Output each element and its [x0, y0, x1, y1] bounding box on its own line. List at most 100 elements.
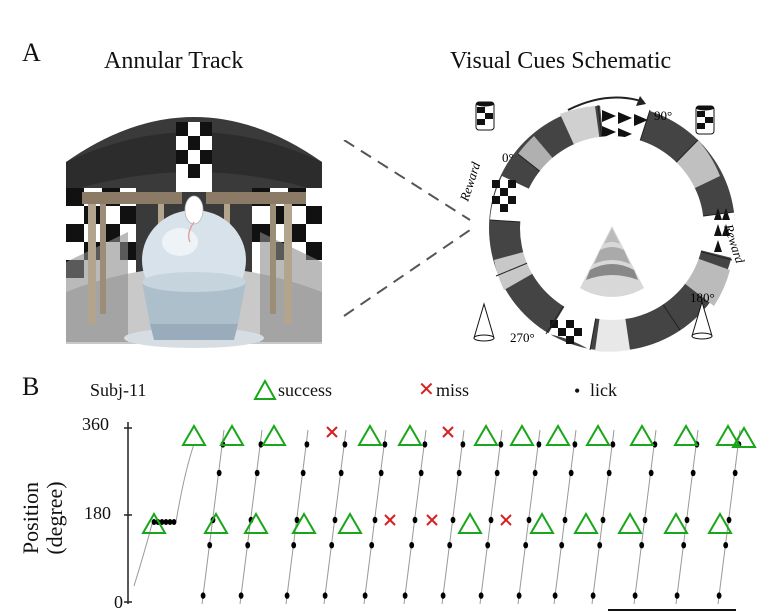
lick-dot: [322, 592, 328, 599]
lick-dot: [690, 469, 696, 477]
success-marker: [457, 512, 483, 534]
lick-dot: [258, 441, 264, 448]
lick-dot: [536, 441, 542, 448]
lick-dot: [456, 469, 462, 477]
success-marker: [529, 512, 555, 534]
lick-dot: [304, 441, 310, 448]
lick-dot: [684, 516, 690, 524]
lick-dot: [652, 441, 658, 448]
lick-dot: [559, 542, 565, 549]
lick-dot: [332, 516, 338, 524]
lick-dot: [597, 542, 603, 549]
lick-dot: [516, 592, 522, 599]
success-marker: [337, 512, 363, 534]
success-marker: [663, 512, 689, 534]
y-axis-label: Position (degree): [14, 446, 67, 586]
lick-dot: [159, 519, 165, 525]
success-marker: [731, 426, 757, 448]
success-marker: [617, 512, 643, 534]
trace-initial: [133, 443, 195, 587]
success-marker: [585, 424, 611, 446]
success-legend-icon: [253, 378, 277, 400]
success-marker: [545, 424, 571, 446]
lick-dot: [494, 469, 500, 477]
lick-dot: [151, 519, 157, 525]
lick-dot: [488, 516, 494, 524]
lick-dot: [294, 516, 300, 524]
cone-icon-left: [473, 302, 495, 339]
lick-dot: [600, 516, 606, 524]
lick-dot: [409, 542, 415, 549]
lick-dot: [207, 542, 213, 549]
success-marker: [181, 424, 207, 446]
miss-marker: [384, 514, 396, 526]
success-marker: [243, 512, 269, 534]
success-marker: [219, 424, 245, 446]
lick-dot: [447, 542, 453, 549]
success-marker: [509, 424, 535, 446]
lick-dot: [440, 592, 446, 599]
visual-cues-ring: 0° 90° 180° 270° Reward Reward: [456, 96, 748, 352]
deg90-label: 90°: [654, 108, 672, 123]
connector-lines: [343, 140, 471, 317]
lick-dot: [369, 542, 375, 549]
lick-dot: [572, 441, 578, 448]
ytick-180: 180: [84, 503, 111, 523]
lick-dot: [422, 441, 428, 448]
miss-marker: [326, 426, 338, 438]
lick-dot: [498, 441, 504, 448]
lick-dot: [300, 469, 306, 477]
lick-dot: [342, 441, 348, 448]
lick-dot: [716, 592, 722, 599]
miss-marker: [500, 514, 512, 526]
lick-dot: [485, 542, 491, 549]
lick-dot: [460, 441, 466, 448]
cylinder-icon-right: [695, 105, 715, 135]
success-marker: [203, 512, 229, 534]
lick-dot: [526, 516, 532, 524]
success-marker: [629, 424, 655, 446]
panel-a-label: A: [22, 38, 41, 67]
deg270-label: 270°: [510, 330, 535, 345]
lick-dot: [523, 542, 529, 549]
deg180-label: 180°: [690, 290, 715, 305]
ytick-360: 360: [82, 414, 109, 434]
lick-dot: [238, 592, 244, 599]
success-marker: [715, 424, 741, 446]
lick-dot: [412, 516, 418, 524]
lick-dot: [532, 469, 538, 477]
success-marker: [261, 424, 287, 446]
lick-dot: [674, 592, 680, 599]
trial-plot: [124, 422, 757, 611]
deg0-label: 0°: [502, 150, 514, 165]
success-legend-label: success: [278, 380, 332, 400]
success-marker: [673, 424, 699, 446]
success-marker: [397, 424, 423, 446]
lick-dot: [167, 519, 173, 525]
lick-dot: [402, 592, 408, 599]
cylinder-icon-left: [475, 101, 495, 131]
lick-legend-label: lick: [590, 380, 617, 400]
lick-dot: [606, 469, 612, 477]
lick-dot: [726, 516, 732, 524]
lick-dot: [732, 469, 738, 477]
lick-dot: [681, 542, 687, 549]
lick-dot: [568, 469, 574, 477]
lick-dot: [632, 592, 638, 599]
lick-dot: [562, 516, 568, 524]
lick-dot: [372, 516, 378, 524]
annular-track-illustration: [66, 117, 322, 348]
lick-legend-icon: •: [574, 381, 581, 401]
lick-dot: [552, 592, 558, 599]
lick-dot: [648, 469, 654, 477]
miss-legend-icon: ✕: [418, 379, 435, 401]
lick-dot: [610, 441, 616, 448]
lick-dot: [382, 441, 388, 448]
success-marker: [357, 424, 383, 446]
lick-dot: [418, 469, 424, 477]
lick-dot: [291, 542, 297, 549]
ytick-0: 0: [114, 592, 123, 612]
y-axis-label-line2: (degree): [42, 481, 67, 555]
success-marker: [707, 512, 733, 534]
miss-legend-label: miss: [436, 380, 470, 400]
